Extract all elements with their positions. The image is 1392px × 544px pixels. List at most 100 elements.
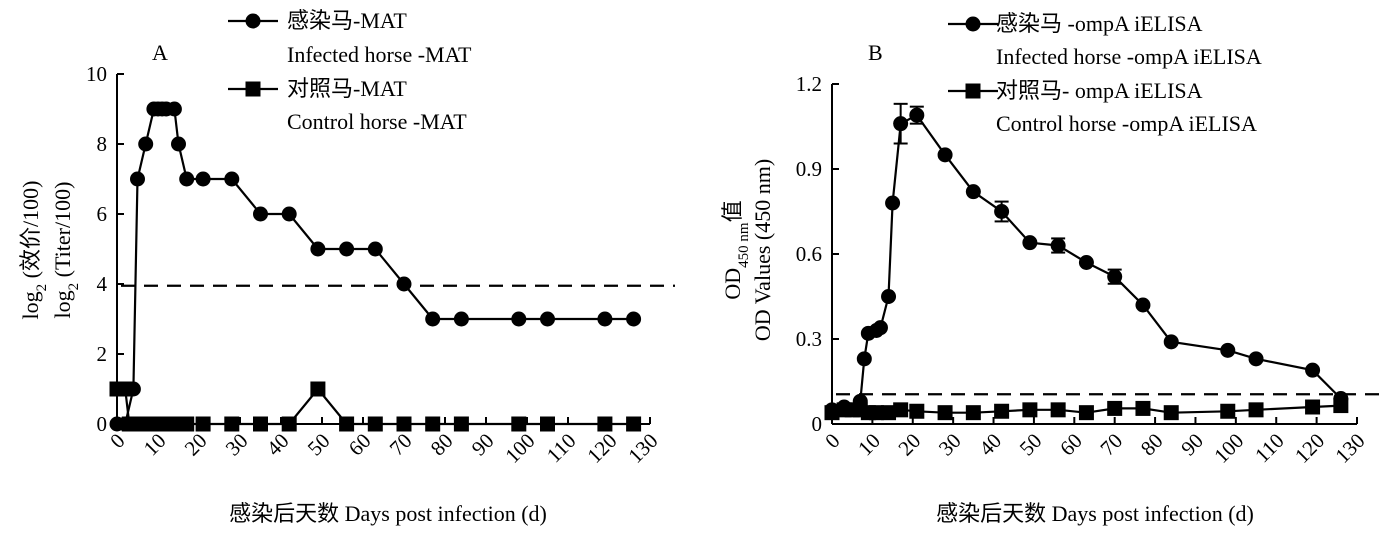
panel-b-y-tick-label: 0.3 <box>796 327 822 351</box>
panel-b-x-tick-label: 40 <box>974 429 1006 461</box>
panel-b-series-1-point <box>994 204 1010 219</box>
panel-b-series-1-point <box>1107 269 1123 285</box>
panel-a-label: A <box>152 40 168 65</box>
panel-a-series-1-point <box>166 101 182 117</box>
panel-b-series-1-point <box>1022 235 1038 251</box>
panel-b-x-tick-label: 100 <box>1209 429 1248 468</box>
panel-b-series-2-point <box>965 405 981 421</box>
panel-b-legend-marker-square <box>965 83 981 99</box>
panel-b-x-tick-label: 130 <box>1330 429 1369 468</box>
panel-a-series-1-point <box>310 241 326 257</box>
panel-b-series-2-point <box>893 402 909 418</box>
panel-b-x-axis-title: 感染后天数 Days post infection (d) <box>936 501 1254 526</box>
panel-a-series-2-point <box>253 416 268 432</box>
panel-b-x-tick-label: 30 <box>934 429 966 461</box>
panel-b-series-2-point <box>1333 398 1349 414</box>
panel-b-series-2-point <box>1107 400 1123 416</box>
panel-a-series-2-point <box>339 416 355 432</box>
panel-b-series-2-point <box>868 405 884 421</box>
panel-a-series-2-point <box>179 416 195 432</box>
panel-b-series-2-point <box>824 405 840 421</box>
panel-b-x-tick-label: 120 <box>1290 429 1329 468</box>
panel-b-y-tick-label: 0 <box>812 412 823 436</box>
panel-b-x-tick-label: 70 <box>1095 429 1127 461</box>
panel-a-legend-marker-circle <box>245 13 261 29</box>
panel-b-series-1-point <box>1220 342 1236 358</box>
panel-a-x-tick-label: 20 <box>180 429 212 461</box>
panel-b-x-tick-label: 20 <box>893 429 925 461</box>
panel-b-x-tick-label: 80 <box>1136 429 1168 461</box>
panel-b-series-2-point <box>909 403 925 419</box>
panel-a-x-tick-label: 0 <box>105 429 129 453</box>
panel-a-series-1-point <box>171 136 186 152</box>
panel-b-legend-label-en-2: Control horse -ompA iELISA <box>996 111 1257 136</box>
panel-a-series-1-line <box>117 107 634 426</box>
panel-a: A 感染后天数 Days post infection (d) log2 (效价… <box>18 8 675 526</box>
panel-a-y-tick-label: 4 <box>97 272 108 296</box>
panel-b-series-1-point <box>1078 255 1094 270</box>
panel-b-series-1-point <box>1050 238 1066 253</box>
panel-a-y-axis-title-en: log2 (Titer/100) <box>50 182 82 319</box>
panel-a-legend-marker-square <box>245 81 261 97</box>
panel-b-x-tick-label: 110 <box>1250 429 1289 468</box>
panel-a-x-tick-label: 30 <box>221 429 253 461</box>
panel-a-series-1-point <box>138 136 154 152</box>
panel-a-series-1-point <box>511 311 527 327</box>
panel-b-legend-label-en-1: Infected horse -ompA iELISA <box>996 44 1262 69</box>
panel-a-x-tick-label: 10 <box>139 429 171 461</box>
panel-a-y-tick-label: 8 <box>97 132 108 156</box>
panel-b-y-tick-label: 1.2 <box>796 72 822 96</box>
panel-b-x-tick-label: 60 <box>1055 429 1087 461</box>
panel-a-series-1-point <box>540 311 555 327</box>
panel-b-x-tick-label: 90 <box>1176 429 1208 461</box>
panel-b-series-2-point <box>1220 403 1236 419</box>
panel-a-series-1-point <box>367 241 383 257</box>
panel-a-series-2-point <box>195 416 211 432</box>
panel-a-series-2-point <box>511 416 527 432</box>
panel-a-series-1-point <box>130 171 145 187</box>
panel-b-legend: 感染马 -ompA iELISA Infected horse -ompA iEL… <box>948 11 1262 136</box>
panel-a-x-axis-title: 感染后天数 Days post infection (d) <box>229 501 547 526</box>
panel-a-series-2-point <box>453 416 469 432</box>
panel-b: B 感染后天数 Days post infection (d) OD450 nm… <box>720 11 1382 526</box>
panel-b-x-tick-label: 50 <box>1015 429 1047 461</box>
panel-a-x-tick-label: 130 <box>623 429 662 468</box>
panel-b-series-1-point <box>1135 297 1151 313</box>
panel-b-series-1-point <box>909 107 925 123</box>
panel-a-series-1-point <box>253 206 268 222</box>
panel-b-series-1-point <box>893 116 909 132</box>
panel-a-series-1-point <box>453 311 469 327</box>
panel-a-series-1-point <box>195 171 211 187</box>
panel-b-legend-label-cn-1: 感染马 -ompA iELISA <box>996 11 1203 36</box>
panel-a-x-tick-label: 80 <box>426 429 458 461</box>
panel-b-series-1-point <box>1248 351 1264 367</box>
panel-b-series-1-point <box>885 195 901 211</box>
panel-a-y-tick-label: 10 <box>86 62 107 86</box>
panel-a-series-1-point <box>224 171 240 187</box>
panel-b-series-1-point <box>1305 362 1321 378</box>
panel-b-series-2-point <box>1135 400 1151 416</box>
panel-a-series-1-point <box>597 311 613 327</box>
panel-a-series-1-point <box>626 311 642 327</box>
panel-a-x-tick-label: 70 <box>385 429 417 461</box>
panel-b-series-2-point <box>881 405 897 421</box>
panel-b-y-tick-label: 0.6 <box>796 242 822 266</box>
panel-b-series-2-point <box>1022 402 1038 418</box>
panel-b-label: B <box>868 40 883 65</box>
panel-b-series-2-point <box>994 403 1010 419</box>
panel-b-y-axis-title-cn: OD450 nm值 <box>720 200 752 299</box>
panel-a-series-2-point <box>310 381 326 397</box>
panel-a-series-1-point <box>339 241 355 257</box>
panel-a-series-1-point <box>396 276 412 292</box>
panel-a-series-1-point <box>179 171 195 187</box>
panel-b-series-2-point <box>1248 402 1264 418</box>
panel-b-series-2-point <box>1050 402 1066 418</box>
panel-a-x-tick-label: 50 <box>303 429 335 461</box>
panel-a-y-axis-title-cn: log2 (效价/100) <box>18 181 50 320</box>
panel-a-series-2-point <box>281 416 297 432</box>
panel-b-y-tick-label: 0.9 <box>796 157 822 181</box>
panel-b-series-1-point <box>1163 334 1179 350</box>
panel-b-series-2-point <box>937 405 953 421</box>
